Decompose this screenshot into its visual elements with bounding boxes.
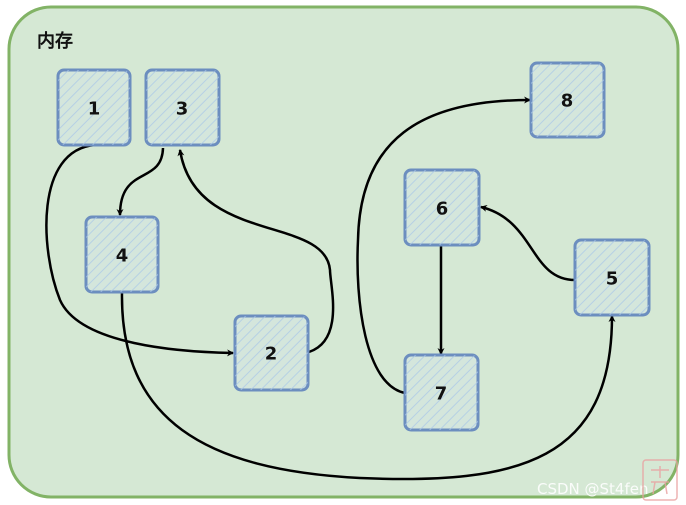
edge-4-to-5 bbox=[120, 291, 616, 481]
memory-node-2: 2 bbox=[233, 314, 310, 392]
memory-node-8-label: 8 bbox=[561, 91, 574, 112]
watermark-seal-icon bbox=[642, 459, 678, 501]
memory-node-8-hatch bbox=[531, 63, 604, 137]
memory-node-6-label: 6 bbox=[436, 199, 449, 220]
memory-node-3-hatch bbox=[146, 70, 219, 145]
memory-node-6-hatch bbox=[405, 170, 479, 245]
memory-node-4-hatch bbox=[86, 217, 158, 292]
memory-node-5: 5 bbox=[573, 238, 651, 317]
memory-node-1-hatch bbox=[58, 70, 130, 145]
memory-node-5-hatch bbox=[575, 240, 649, 315]
watermark: CSDN @St4fen bbox=[537, 459, 678, 501]
memory-node-2-label: 2 bbox=[265, 344, 278, 365]
edge-3-to-4 bbox=[116, 147, 165, 217]
edge-layer bbox=[45, 96, 616, 481]
memory-node-7-label: 7 bbox=[435, 384, 448, 405]
memory-node-1: 1 bbox=[56, 68, 132, 147]
memory-node-5-label: 5 bbox=[606, 269, 619, 290]
edge-2-to-3 bbox=[177, 148, 335, 354]
edge-1-to-2 bbox=[45, 143, 235, 357]
edge-5-to-6 bbox=[479, 204, 576, 282]
memory-node-1-label: 1 bbox=[88, 99, 101, 120]
watermark-text: CSDN @St4fen bbox=[537, 480, 649, 498]
memory-node-2-hatch bbox=[235, 316, 308, 390]
memory-node-6: 6 bbox=[403, 168, 481, 247]
memory-node-3: 3 bbox=[144, 68, 221, 147]
memory-node-8: 8 bbox=[529, 61, 606, 139]
memory-node-4-label: 4 bbox=[116, 246, 129, 267]
memory-node-7-hatch bbox=[405, 355, 478, 430]
memory-node-7: 7 bbox=[403, 353, 480, 432]
edge-7-to-8 bbox=[356, 96, 532, 395]
memory-node-3-label: 3 bbox=[176, 99, 189, 120]
memory-node-4: 4 bbox=[84, 215, 160, 294]
node-layer: 1 3 4 2 8 bbox=[56, 61, 651, 432]
memory-region-label: 内存 bbox=[37, 30, 73, 52]
